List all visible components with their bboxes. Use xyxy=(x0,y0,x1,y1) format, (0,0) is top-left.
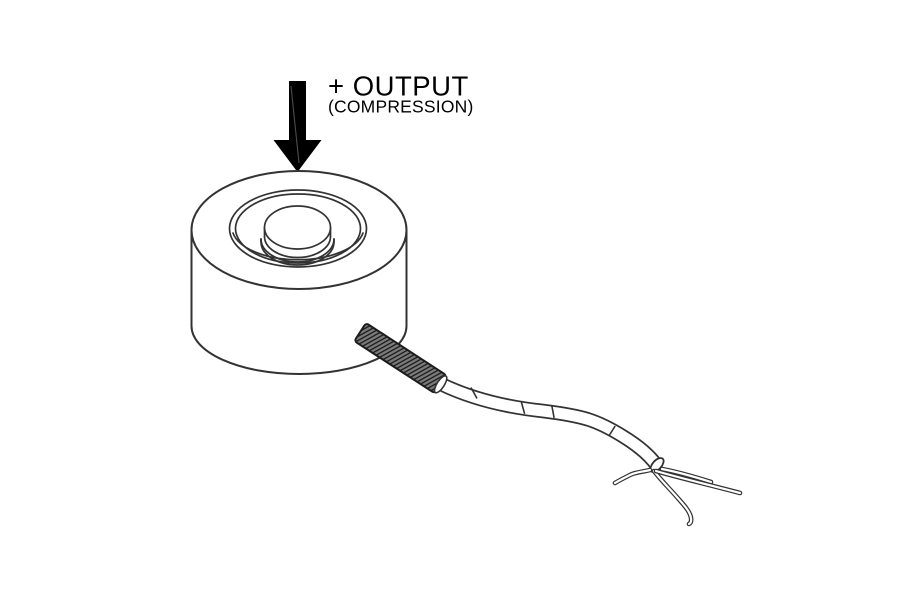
groove-inner-ring xyxy=(234,193,362,264)
compression-label: (COMPRESSION) xyxy=(328,97,474,117)
cable-segment-tick xyxy=(608,425,616,437)
force-arrow xyxy=(273,81,322,172)
wire-stroke xyxy=(660,467,713,484)
cable-segment-tick xyxy=(551,405,555,419)
load-button xyxy=(260,205,335,266)
groove-depth-arc xyxy=(232,232,364,261)
cable-core xyxy=(438,379,662,470)
cable xyxy=(437,377,664,471)
button-bottom-arc xyxy=(263,235,332,259)
wire-right-short xyxy=(659,466,714,485)
gland-cable-cap xyxy=(433,375,448,394)
force-arrow-highlight xyxy=(290,85,300,164)
groove-outer-ring xyxy=(228,189,368,268)
force-arrow-shape xyxy=(273,81,322,172)
cable-gland xyxy=(354,323,448,394)
button-flange-lower-arc xyxy=(260,241,335,266)
wire-center-down xyxy=(651,468,694,527)
cable-segment-tick xyxy=(520,401,526,415)
load-cell xyxy=(190,170,408,375)
wire-left xyxy=(612,467,653,486)
lead-wires xyxy=(612,466,743,527)
output-label: + OUTPUT xyxy=(328,71,469,102)
cable-segment-tick xyxy=(470,387,478,399)
wire-stroke xyxy=(654,469,742,495)
wire-stroke xyxy=(613,468,652,485)
button-flange-upper-arc xyxy=(260,238,335,263)
button-top-face xyxy=(263,205,332,250)
wire-right-long xyxy=(653,468,743,496)
wire-stroke xyxy=(652,469,693,526)
